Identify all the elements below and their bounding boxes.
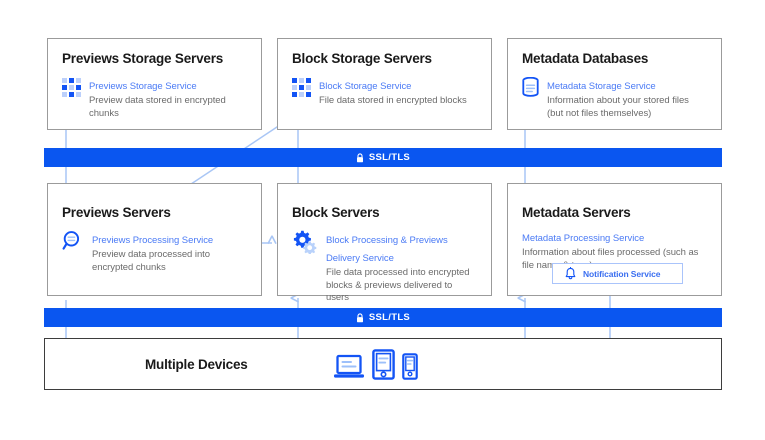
service-description: Preview data processed into encrypted ch… — [92, 248, 210, 273]
node-previews-servers[interactable]: Previews Servers Previews Processing Ser… — [47, 183, 262, 296]
service-name[interactable]: Block Processing & Previews Delivery Ser… — [326, 234, 448, 264]
node-title: Previews Storage Servers — [62, 51, 224, 66]
device-icon-group — [333, 348, 418, 380]
grid-squares-icon — [292, 77, 311, 97]
notification-service-button[interactable]: Notification Service — [552, 263, 683, 284]
service-description: File data stored in encrypted blocks — [319, 94, 467, 106]
node-metadata-databases[interactable]: Metadata Databases Metadata Storage Serv… — [507, 38, 722, 130]
node-title: Block Servers — [292, 205, 380, 220]
node-title: Block Storage Servers — [292, 51, 432, 66]
node-block-storage-servers[interactable]: Block Storage Servers Block Storage Serv… — [277, 38, 492, 130]
ssl-tls-bar-upper: SSL/TLS — [44, 148, 722, 167]
notification-service-label: Notification Service — [583, 268, 661, 279]
service-description: File data processed into encrypted block… — [326, 266, 470, 304]
magnifier-icon — [62, 230, 80, 250]
service-name[interactable]: Previews Storage Service — [89, 80, 197, 92]
devices-title: Multiple Devices — [145, 356, 248, 372]
node-block-servers[interactable]: Block Servers Block Processing & Preview… — [277, 183, 492, 303]
bell-icon — [565, 267, 576, 280]
laptop-icon — [334, 354, 364, 378]
service-name[interactable]: Previews Processing Service — [92, 234, 214, 246]
service-description: Information about your stored files (but… — [547, 94, 689, 119]
grid-squares-icon — [62, 77, 81, 97]
gears-icon — [293, 230, 317, 254]
node-title: Metadata Servers — [522, 205, 631, 220]
service-name[interactable]: Block Storage Service — [319, 80, 412, 92]
ssl-tls-label: SSL/TLS — [368, 152, 411, 163]
ssl-tls-bar-lower: SSL/TLS — [44, 308, 722, 327]
node-title: Metadata Databases — [522, 51, 649, 66]
node-previews-storage-servers[interactable]: Previews Storage Servers Previews Storag… — [47, 38, 262, 130]
node-title: Previews Servers — [62, 205, 171, 220]
node-multiple-devices[interactable]: Multiple Devices — [44, 338, 722, 390]
lock-icon — [356, 312, 363, 322]
service-name[interactable]: Metadata Processing Service — [522, 232, 645, 244]
phone-icon — [402, 352, 418, 380]
tablet-icon — [372, 348, 395, 380]
ssl-tls-label: SSL/TLS — [368, 312, 411, 323]
service-name[interactable]: Metadata Storage Service — [547, 80, 656, 92]
service-description: Preview data stored in encrypted chunks — [89, 94, 226, 119]
database-cylinder-icon — [522, 76, 539, 97]
lock-icon — [356, 152, 363, 162]
